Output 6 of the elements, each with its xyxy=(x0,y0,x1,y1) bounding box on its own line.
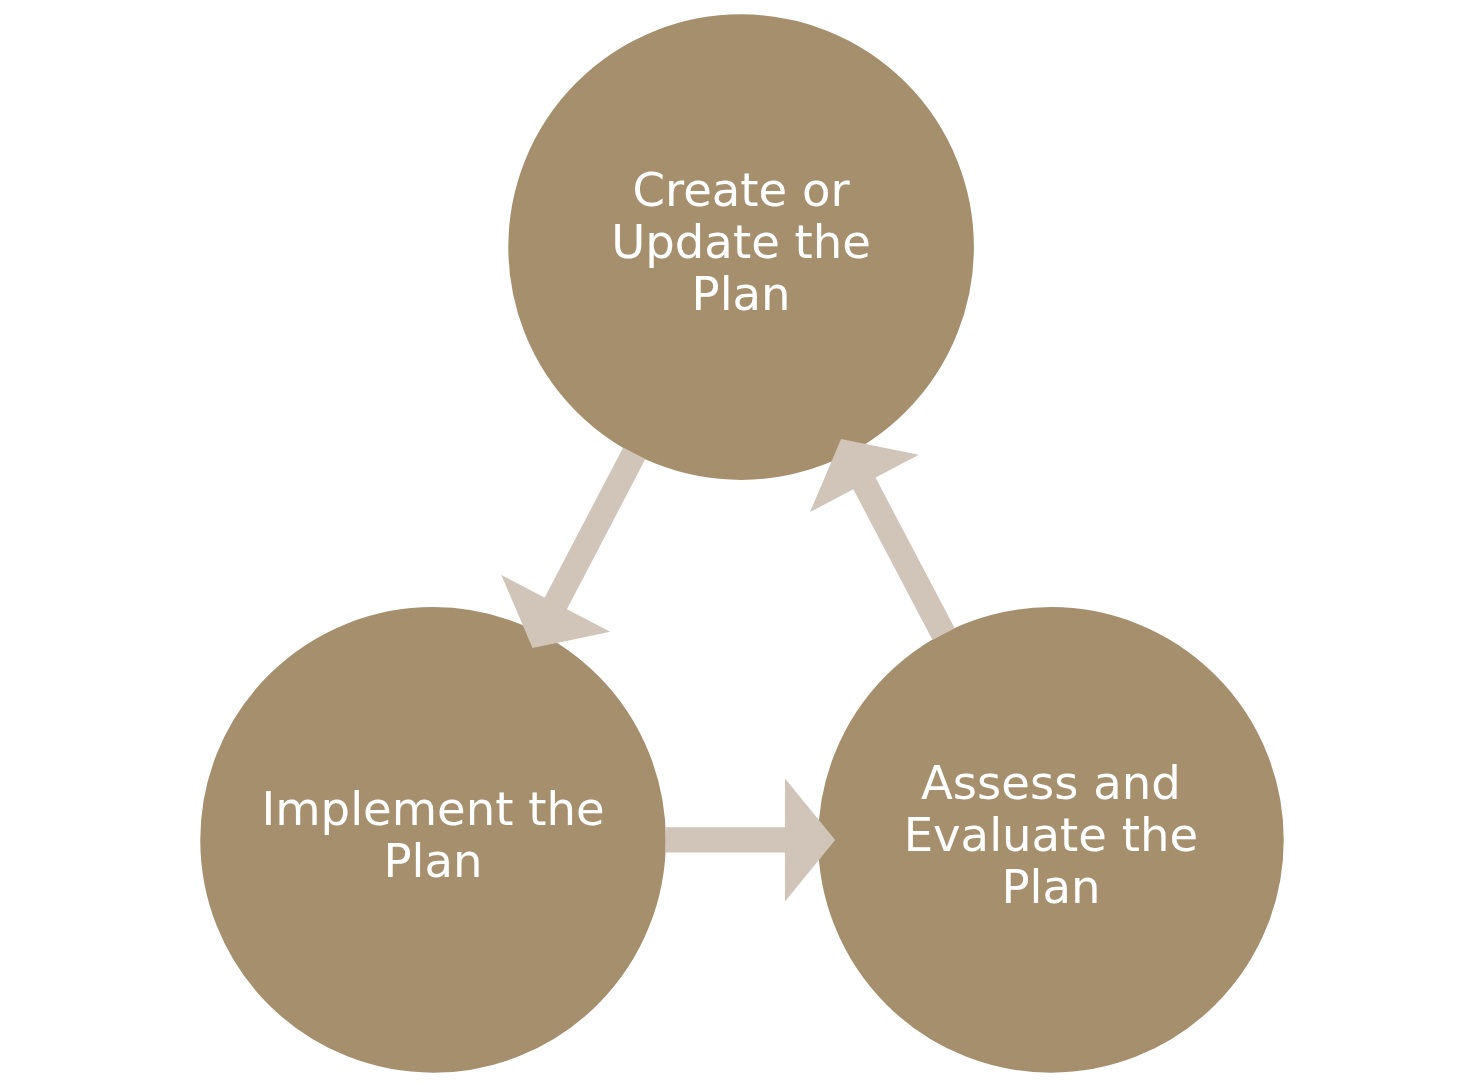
node-circle: Implement the Plan xyxy=(200,607,666,1073)
arrow xyxy=(501,447,646,648)
arrow xyxy=(665,778,836,902)
arrow xyxy=(810,439,955,640)
node-circle: Create or Update the Plan xyxy=(508,14,974,480)
node-circle: Assess and Evaluate the Plan xyxy=(818,607,1284,1073)
